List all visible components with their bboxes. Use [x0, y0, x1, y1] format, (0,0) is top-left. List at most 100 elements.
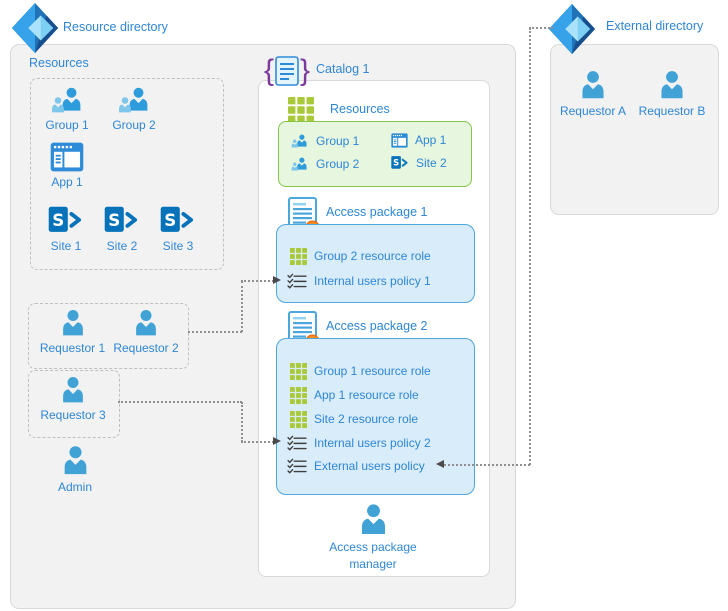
- policy-row: Internal users policy 1: [287, 273, 431, 289]
- access-package-2-title: Access package 2: [326, 319, 428, 333]
- resource-directory-title: Resource directory: [63, 20, 168, 34]
- external-directory-icon: [547, 3, 597, 55]
- policy-list-icon: [287, 435, 307, 451]
- resource-role-label: Group 2 resource role: [314, 249, 431, 264]
- resource-site-1: Site 1: [37, 205, 95, 253]
- policy-list-icon: [287, 273, 307, 289]
- resource-label: Group 1: [45, 118, 89, 132]
- requestor-label: Requestor A: [559, 104, 627, 118]
- resource-role-label: Site 2 resource role: [314, 412, 419, 427]
- connector-external-to-policy: [529, 27, 553, 29]
- requestor-label: Requestor B: [638, 104, 706, 118]
- connector-requestor3-to-policy2: [241, 441, 274, 443]
- catalog-resource-site-2: Site 2: [391, 155, 447, 171]
- resource-app-1: App 1: [39, 142, 95, 189]
- catalog-resource-label: Site 2: [416, 155, 447, 170]
- resource-directory-icon: [10, 2, 60, 54]
- grid-icon: [290, 411, 307, 428]
- requestors-box: [28, 303, 189, 369]
- person-icon: [356, 502, 391, 537]
- resource-role-row: Group 1 resource role: [290, 363, 431, 380]
- grid-icon: [290, 248, 307, 265]
- access-package-2-box: [276, 338, 475, 495]
- grid-icon: [290, 363, 307, 380]
- resource-role-row: Site 2 resource role: [290, 411, 418, 428]
- arrowhead-left-icon: [436, 460, 444, 468]
- policy-label: Internal users policy 1: [314, 273, 431, 288]
- connector-requestors-to-policy1: [241, 281, 243, 332]
- catalog-resources-title: Resources: [330, 102, 390, 116]
- access-package-1-box: [276, 224, 475, 303]
- admin: Admin: [44, 444, 106, 494]
- sharepoint-site-icon: [160, 205, 196, 236]
- grid-icon: [290, 387, 307, 404]
- requestor-2: Requestor 2: [109, 308, 183, 355]
- requestor-label: Requestor 3: [40, 408, 106, 422]
- person-icon: [656, 69, 688, 101]
- catalog-resource-label: Group 1: [316, 133, 360, 148]
- catalog-resources-box: [278, 121, 472, 187]
- resource-group-2: Group 2: [106, 85, 162, 132]
- policy-row: Internal users policy 2: [287, 435, 431, 451]
- catalog-resource-app-1: App 1: [391, 133, 446, 148]
- arrowhead-right-icon: [273, 276, 281, 284]
- access-package-1-title: Access package 1: [326, 205, 428, 219]
- requestor-a: Requestor A: [556, 69, 630, 118]
- resource-site-3: Site 3: [149, 205, 207, 253]
- connector-external-to-policy: [529, 28, 531, 465]
- connector-requestors-to-policy1: [188, 331, 242, 333]
- brace-left: {: [264, 54, 275, 87]
- requestor-label: Requestor 2: [113, 341, 179, 355]
- requestor-1: Requestor 1: [36, 308, 109, 355]
- requestor3-box: [28, 370, 120, 438]
- requestor-b: Requestor B: [635, 69, 709, 118]
- connector-requestors-to-policy1: [241, 280, 274, 282]
- group-icon: [116, 85, 152, 115]
- access-package-manager: Access package manager: [313, 502, 433, 572]
- resource-site-2: Site 2: [93, 205, 151, 253]
- app-icon: [391, 133, 408, 148]
- resources-section-title: Resources: [29, 56, 89, 70]
- connector-requestor3-to-policy2: [241, 402, 243, 442]
- resource-role-label: App 1 resource role: [314, 388, 419, 403]
- catalog-resource-label: Group 2: [316, 156, 360, 171]
- catalog-resource-group-2: Group 2: [290, 156, 359, 172]
- resource-label: Site 1: [50, 239, 82, 253]
- catalog-icon: { }: [264, 53, 310, 89]
- policy-list-icon: [287, 458, 307, 474]
- external-directory-box: [550, 44, 719, 215]
- manager-label-line2: manager: [349, 556, 397, 571]
- resource-role-row: Group 2 resource role: [290, 248, 431, 265]
- policy-label: External users policy: [314, 458, 425, 473]
- resource-role-label: Group 1 resource role: [314, 364, 431, 379]
- manager-label-line1: Access package: [329, 540, 417, 554]
- person-icon: [131, 308, 161, 338]
- requestor-3: Requestor 3: [35, 375, 111, 422]
- resources-section-box: [30, 78, 224, 270]
- admin-label: Admin: [57, 480, 92, 494]
- document-icon: [275, 56, 299, 86]
- sharepoint-site-icon: [104, 205, 140, 236]
- connector-external-to-policy: [444, 464, 530, 466]
- connector-requestor3-to-policy2: [118, 401, 242, 403]
- catalog-resource-label: App 1: [415, 133, 447, 148]
- group-icon: [49, 85, 85, 115]
- app-icon: [50, 142, 84, 172]
- person-icon: [58, 375, 88, 405]
- sharepoint-site-icon: [48, 205, 84, 236]
- brace-right: }: [300, 54, 311, 87]
- external-directory-title: External directory: [606, 19, 704, 33]
- person-icon: [577, 69, 609, 101]
- group-icon: [290, 133, 309, 149]
- sharepoint-site-icon: [391, 155, 409, 171]
- arrowhead-right-icon: [273, 437, 281, 445]
- resource-label: App 1: [51, 175, 83, 189]
- resource-group-1: Group 1: [39, 85, 95, 132]
- catalog-resource-group-1: Group 1: [290, 133, 359, 149]
- resource-label: Site 2: [106, 239, 138, 253]
- person-icon: [58, 308, 88, 338]
- group-icon: [290, 156, 309, 172]
- resource-label: Site 3: [162, 239, 194, 253]
- policy-label: Internal users policy 2: [314, 435, 431, 450]
